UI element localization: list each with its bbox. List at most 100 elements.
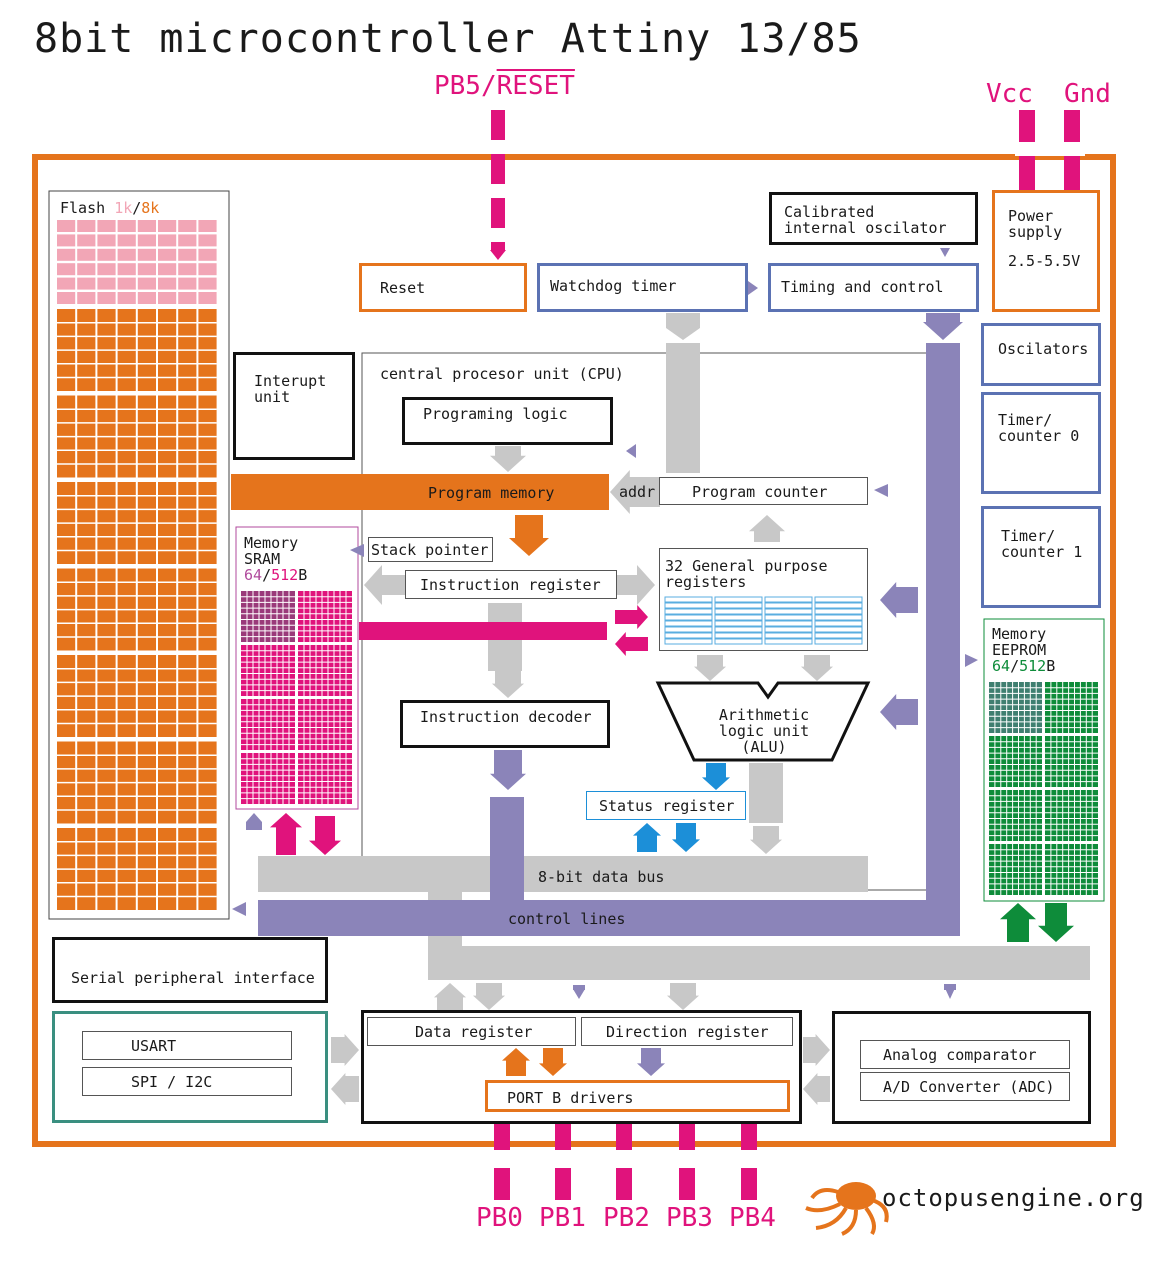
pb3-pin-label: PB3: [666, 1203, 713, 1233]
gp-register-cell: [714, 614, 763, 621]
instruction-register-label: Instruction register: [420, 576, 601, 594]
eeprom-block: [1045, 790, 1098, 841]
instruction-decoder-block: Instruction decoder: [400, 700, 610, 748]
port-pin-stub: [555, 1122, 571, 1150]
serial-to-port-arrow: [331, 1034, 359, 1066]
sram-bus-bar: [359, 622, 607, 640]
sram-grid: [241, 591, 352, 804]
flash-cell: [117, 248, 136, 261]
gp-register-cell: [714, 596, 763, 603]
reset-pin-arrow: [490, 250, 506, 260]
sram-block: [241, 645, 295, 696]
eeprom-size-separator: /: [1010, 657, 1020, 675]
flash-cell: [137, 292, 156, 304]
gp-register-cell: [714, 602, 763, 609]
interrupt-unit-block: Interupt unit: [233, 352, 355, 460]
port-b-block: [361, 1010, 802, 1124]
bus-to-eeprom-arrow: [1000, 903, 1036, 942]
diagram-title: 8bit microcontroller Attiny 13/85: [34, 16, 862, 62]
eeprom-size-small: 64: [992, 657, 1011, 675]
serial-peripheral-interface-label: Serial peripheral interface: [71, 969, 315, 987]
port-pin-stub: [555, 1168, 571, 1200]
eeprom-to-bus-arrow: [1038, 903, 1074, 942]
flash-cell: [117, 263, 136, 276]
flash-cell: [178, 234, 197, 247]
data-register-block: Data register: [367, 1017, 576, 1046]
flash-size-separator: /: [132, 199, 142, 217]
port-pin-stub: [494, 1168, 510, 1200]
chip-outline: [32, 154, 1116, 1147]
control-lines-bar: [258, 900, 960, 936]
pc-to-memory-arrow: [610, 470, 660, 514]
sram-size-small: 64: [244, 566, 263, 584]
usart-label: USART: [131, 1037, 177, 1055]
pc-link: [666, 343, 700, 473]
octopus-logo-icon: [805, 1182, 889, 1236]
flash-cell: [97, 277, 116, 290]
flash-cell: [97, 292, 116, 304]
gp-register-cell: [764, 614, 813, 621]
gnd-pin-label: Gnd: [1064, 79, 1111, 109]
bus-up-arrow: [434, 983, 466, 1010]
flash-cell: [158, 248, 177, 261]
flash-cell: [178, 248, 197, 261]
sram-control-stem: [246, 822, 262, 830]
reset-pin-prefix: PB5/: [434, 71, 497, 101]
flash-cell: [77, 220, 96, 232]
flash-control-pointer: [232, 902, 246, 916]
gp-register-cell: [714, 626, 763, 633]
gp-register-cell: [714, 632, 763, 639]
bus-to-direction-register-arrow: [667, 983, 699, 1010]
reset-block-label: Reset: [380, 279, 426, 297]
alu-label: Arithmetic logic unit (ALU): [718, 706, 810, 756]
program-counter-pointer: [874, 484, 888, 497]
port-pin-stub: [741, 1122, 757, 1150]
registers-to-pc-arrow: [749, 515, 785, 542]
gp-register-cell: [664, 608, 713, 615]
spi-i2c-label: SPI / I2C: [131, 1073, 213, 1091]
flash-cell: [57, 220, 76, 232]
flash-size-small: 1k: [114, 199, 133, 217]
sram-size-separator: /: [262, 566, 272, 584]
port-pin-stub: [616, 1168, 632, 1200]
flash-cell: [117, 220, 136, 232]
flash-cell: [137, 220, 156, 232]
drivers-to-data-arrow: [502, 1048, 530, 1076]
flash-cell: [57, 263, 76, 276]
instruction-register-block: Instruction register: [405, 570, 617, 599]
registers-to-bus-arrow: [615, 632, 648, 656]
eeprom-label-text: Memory EEPROM: [992, 625, 1047, 659]
brand-text: octopusengine.org: [882, 1184, 1145, 1212]
flash-label: Flash 1k/8k: [60, 200, 159, 216]
alu-shape: [655, 681, 871, 762]
flash-cell: [178, 292, 197, 304]
analog-block: Analog comparator A/D Converter (ADC): [832, 1011, 1091, 1124]
gp-register-cell: [714, 638, 763, 645]
port-pin-stub: [494, 1122, 510, 1150]
sram-block: [241, 699, 295, 750]
flash-cell: [77, 234, 96, 247]
gp-register-cell: [664, 602, 713, 609]
power-supply-block: Power supply 2.5-5.5V: [992, 190, 1100, 312]
pb0-pin-label: PB0: [476, 1203, 523, 1233]
flash-cell: [137, 263, 156, 276]
flash-cell: [137, 234, 156, 247]
alu-bus-link: [749, 763, 783, 823]
flash-cell: [57, 234, 76, 247]
sram-block: [298, 753, 352, 804]
eeprom-block: [1045, 844, 1098, 895]
sram-block: [298, 645, 352, 696]
port-control-stem: [573, 985, 585, 990]
cpu-label: central procesor unit (CPU): [380, 365, 624, 383]
flash-cell: [198, 292, 217, 304]
port-b-drivers-label: PORT B drivers: [507, 1089, 634, 1107]
timer-counter-1-block: Timer/ counter 1: [981, 506, 1101, 608]
adc-label: A/D Converter (ADC): [883, 1078, 1055, 1096]
gp-register-cell: [714, 608, 763, 615]
gp-register-cell: [664, 596, 713, 603]
oscillator-to-timing-arrow: [940, 248, 950, 257]
pb2-pin-label: PB2: [603, 1203, 650, 1233]
ir-left-arrow: [364, 565, 405, 605]
data-bus-bar: [258, 856, 868, 892]
port-to-serial-arrow: [331, 1073, 359, 1105]
